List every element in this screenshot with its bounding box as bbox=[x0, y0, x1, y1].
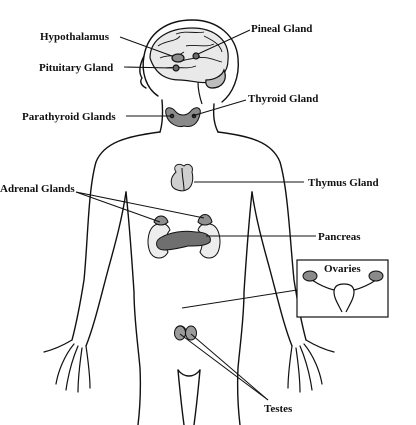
leader-adrenal-right bbox=[75, 191, 205, 219]
torso-left bbox=[125, 191, 142, 425]
hypothalamus-gland bbox=[171, 53, 185, 63]
leader-testes-2 bbox=[190, 333, 269, 401]
left-arm-outer bbox=[71, 131, 161, 341]
right-hand bbox=[287, 339, 335, 393]
right-ovary bbox=[368, 270, 384, 282]
right-adrenal bbox=[197, 214, 213, 226]
leg-inner-right bbox=[193, 369, 201, 425]
face-profile bbox=[139, 55, 147, 89]
label-hypothalamus: Hypothalamus bbox=[40, 31, 110, 43]
leader-adrenal-left bbox=[75, 191, 161, 223]
leader-testes-1 bbox=[179, 333, 269, 401]
leader-ovaries bbox=[181, 289, 298, 309]
label-thymus: Thymus Gland bbox=[308, 177, 379, 189]
adrenal-glands bbox=[153, 214, 213, 226]
right-arm-inner bbox=[251, 191, 293, 347]
label-pineal: Pineal Gland bbox=[251, 23, 312, 35]
leader-pineal bbox=[197, 29, 251, 55]
label-parathyroid: Parathyroid Glands bbox=[22, 111, 116, 123]
label-thyroid: Thyroid Gland bbox=[248, 93, 318, 105]
neck-left bbox=[159, 99, 164, 133]
thymus-gland bbox=[170, 163, 194, 192]
ovaries-inset bbox=[296, 259, 389, 318]
label-pituitary: Pituitary Gland bbox=[39, 62, 113, 74]
brain-stem bbox=[197, 81, 203, 105]
brain bbox=[149, 27, 229, 105]
cerebellum bbox=[205, 68, 226, 89]
label-adrenal: Adrenal Glands bbox=[0, 183, 75, 195]
parathyroid-dot-1 bbox=[169, 113, 175, 119]
left-hand bbox=[43, 339, 91, 393]
label-ovaries: Ovaries bbox=[324, 263, 361, 275]
pituitary-gland bbox=[172, 64, 180, 72]
left-adrenal bbox=[153, 215, 169, 226]
labels: Hypothalamus Pineal Gland Pituitary Glan… bbox=[0, 23, 379, 415]
leader-pituitary bbox=[123, 66, 173, 69]
ovaries-box bbox=[296, 259, 389, 318]
label-testes: Testes bbox=[264, 403, 293, 415]
torso-right bbox=[236, 191, 253, 425]
label-pancreas: Pancreas bbox=[318, 231, 361, 243]
thyroid-gland bbox=[165, 107, 201, 127]
left-ovary bbox=[302, 270, 318, 282]
brain-outline bbox=[149, 27, 229, 84]
crotch bbox=[177, 369, 201, 377]
leg-inner-left bbox=[177, 369, 185, 425]
pancreas-gland bbox=[156, 230, 211, 251]
leader-thyroid bbox=[191, 99, 247, 117]
pineal-gland bbox=[192, 52, 200, 60]
leader-hypothalamus bbox=[119, 36, 173, 57]
leader-lines bbox=[75, 29, 316, 401]
left-arm-inner bbox=[85, 191, 127, 347]
neck-right bbox=[212, 103, 219, 133]
body-outline bbox=[71, 19, 307, 425]
